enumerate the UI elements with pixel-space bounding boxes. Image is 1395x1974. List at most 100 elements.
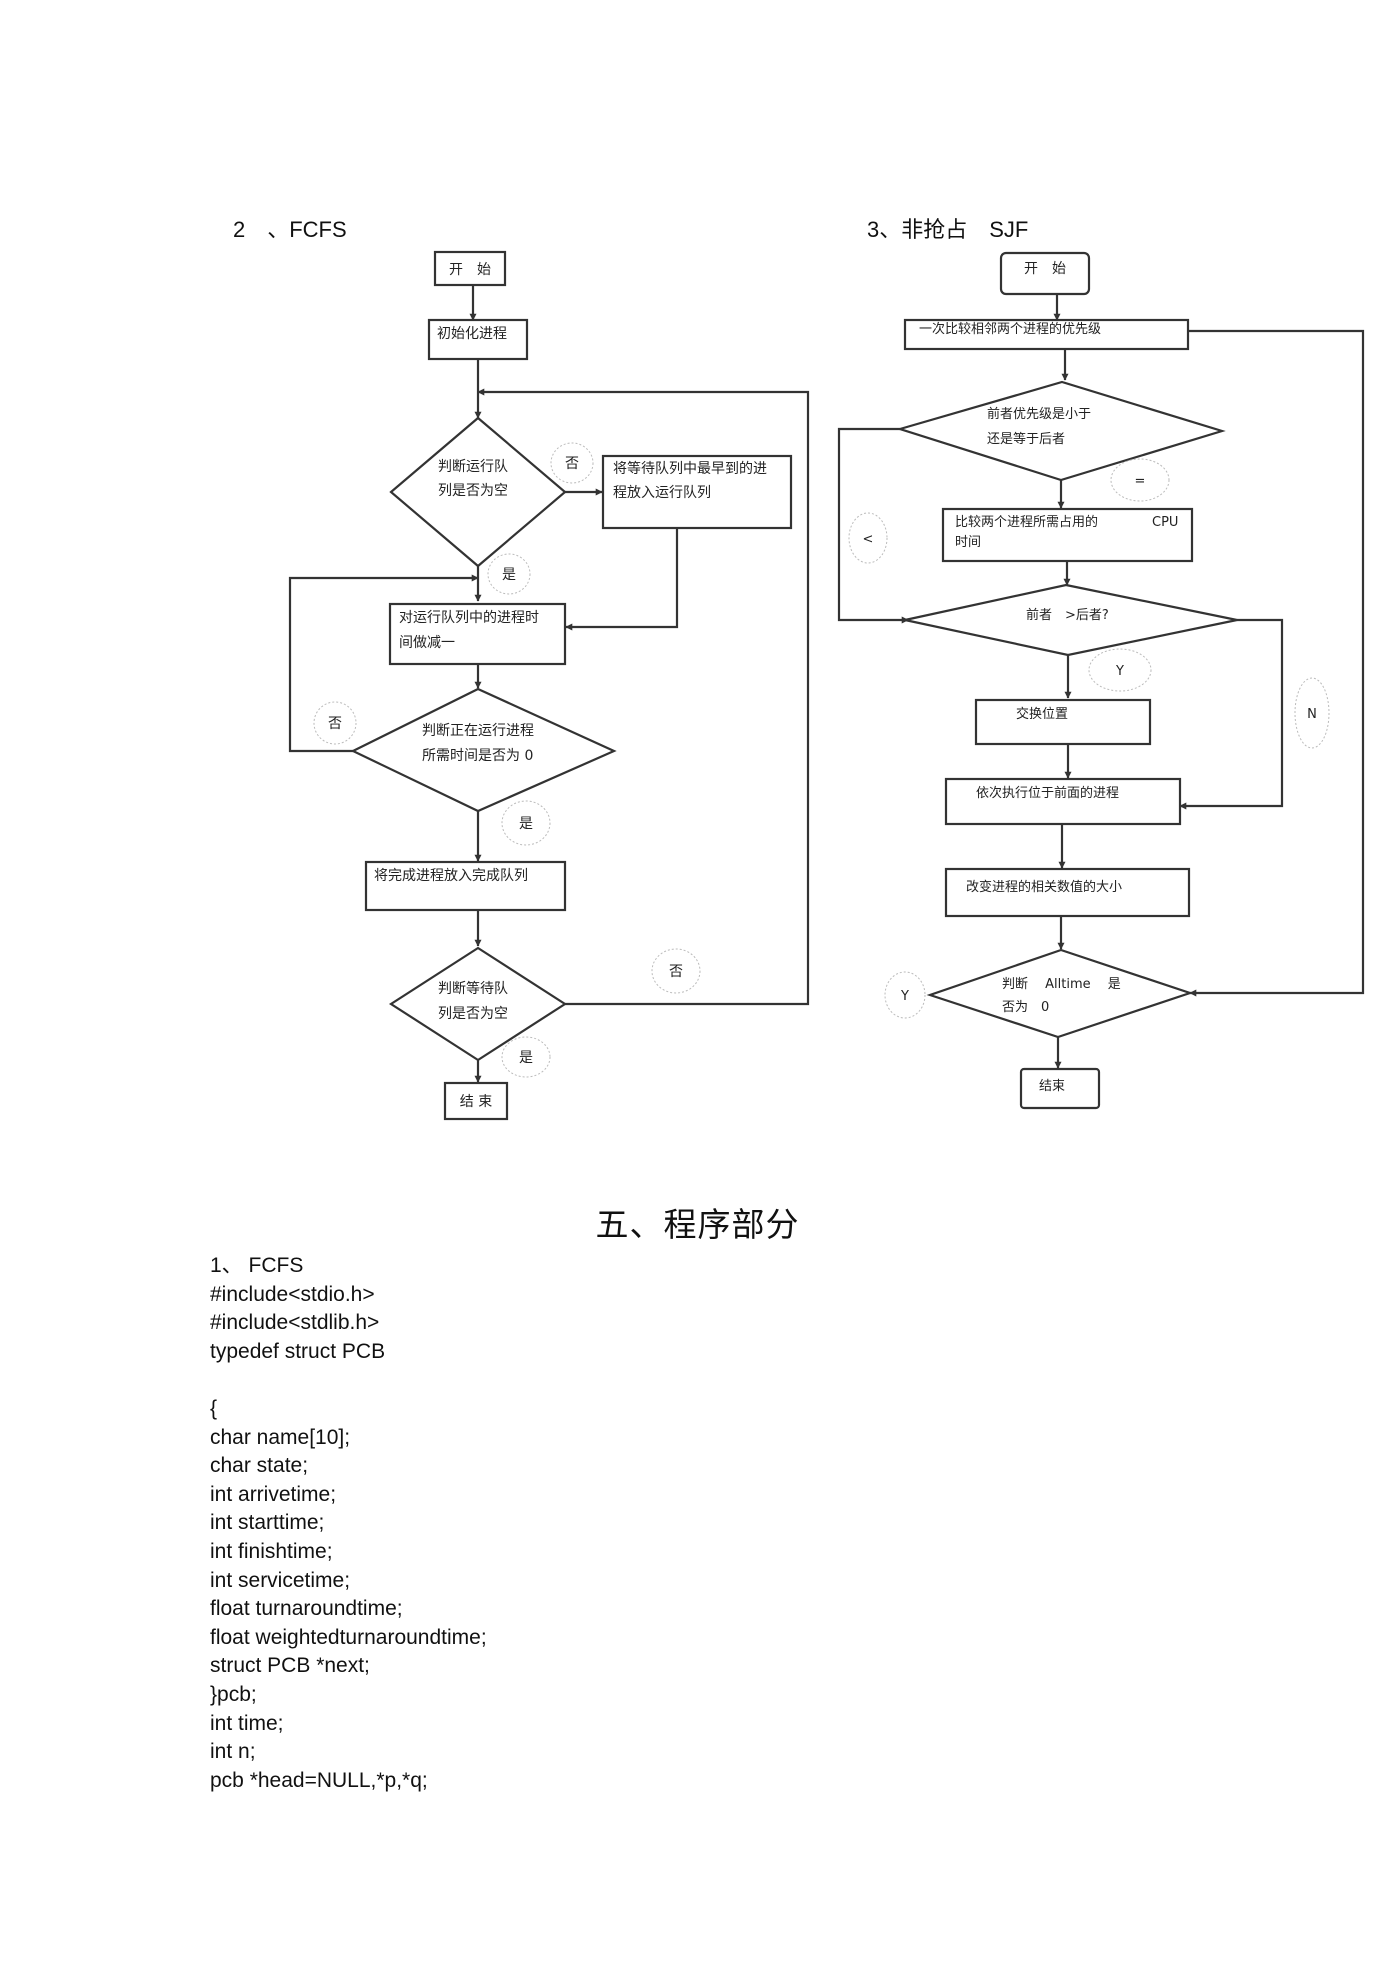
code-line: }pcb;	[210, 1682, 257, 1706]
fcfs-start-label: 开 始	[449, 262, 491, 278]
sjf-compare-priority-node: 一次比较相邻两个进程的优先级	[903, 318, 1190, 351]
fcfs-init-node: 初始化进程	[427, 318, 529, 361]
fcfs-end-label: 结 束	[460, 1094, 492, 1110]
code-line: float weightedturnaroundtime;	[210, 1625, 487, 1649]
sjf-heading: 3、非抢占 SJF	[867, 217, 1029, 242]
code-line: int arrivetime;	[210, 1482, 337, 1506]
svg-text:是: 是	[502, 567, 516, 583]
sjf-lt-label: <	[848, 512, 888, 564]
sjf-y-label-1: Y	[1088, 648, 1152, 692]
sjf-alltime-check-line2: 否为 0	[1002, 1000, 1049, 1015]
fcfs-decrement-line2: 间做减一	[399, 635, 455, 651]
code-line	[210, 1366, 487, 1395]
svg-text:Y: Y	[900, 989, 909, 1004]
fcfs-yes-label-3: 是	[501, 1036, 551, 1078]
fcfs-move-done-label: 将完成进程放入完成队列	[374, 868, 528, 884]
sjf-link-check-lt	[837, 427, 909, 624]
sjf-swap-node: 交换位置	[974, 698, 1152, 746]
code-line: char state;	[210, 1454, 309, 1478]
sjf-priority-check-node: 前者优先级是小于 还是等于后者	[896, 380, 1226, 482]
code-line: typedef struct PCB	[210, 1339, 386, 1363]
fcfs-link-move-decrement	[565, 528, 679, 631]
sjf-swap-label: 交换位置	[1016, 706, 1068, 722]
fcfs-yes-label-2: 是	[501, 800, 551, 846]
fcfs-check-wait-line2: 列是否为空	[438, 1006, 508, 1022]
fcfs-decrement-line1: 对运行队列中的进程时	[399, 610, 539, 626]
fcfs-start-node: 开 始	[433, 250, 507, 287]
sjf-end-node: 结束	[1019, 1067, 1101, 1110]
fcfs-heading: 2 、FCFS	[233, 217, 347, 242]
sjf-cpu-word: CPU	[1152, 515, 1178, 530]
section-title: 五、程序部分	[595, 1205, 800, 1244]
code-line: {	[210, 1396, 218, 1420]
sjf-eq-label: =	[1110, 458, 1170, 502]
sjf-update-values-node: 改变进程的相关数值的大小	[944, 867, 1191, 918]
code-line: int finishtime;	[210, 1539, 333, 1563]
sjf-run-front-label: 依次执行位于前面的进程	[976, 785, 1119, 801]
fcfs-no-label-3: 否	[651, 948, 701, 994]
code-line: pcb *head=NULL,*p,*q;	[210, 1768, 428, 1792]
code-line: int starttime;	[210, 1511, 325, 1535]
code-line: int servicetime;	[210, 1568, 351, 1592]
sjf-link-greater-no	[1179, 618, 1284, 810]
sjf-greater-check-label: 前者 >后者?	[1026, 607, 1109, 623]
sjf-link-loop-right	[1189, 329, 1365, 997]
sjf-priority-check-line1: 前者优先级是小于	[987, 406, 1091, 422]
fcfs-end-node: 结 束	[443, 1081, 509, 1121]
sjf-compare-cpu-node: 比较两个进程所需占用的 时间 CPU	[941, 507, 1194, 563]
svg-text:是: 是	[519, 1050, 533, 1066]
fcfs-link-wait-no	[477, 388, 810, 1006]
code-block: 1、 FCFS #include<stdio.h> #include<stdli…	[210, 1252, 487, 1795]
svg-text:<: <	[863, 532, 874, 547]
fcfs-no-label-2: 否	[313, 701, 357, 745]
svg-text:Y: Y	[1115, 664, 1124, 679]
sjf-y-label-2: Y	[884, 971, 926, 1019]
svg-text:否: 否	[669, 964, 683, 980]
sjf-flowchart: 开 始 一次比较相邻两个进程的优先级 前者优先级是小于 还是等于后者 比较两个进…	[837, 251, 1365, 1110]
fcfs-check-time-node: 判断正在运行进程 所需时间是否为 0	[350, 687, 617, 813]
code-line: #include<stdio.h>	[210, 1282, 375, 1306]
fcfs-check-run-line1: 判断运行队	[438, 459, 508, 475]
sjf-greater-check-node: 前者 >后者?	[904, 583, 1238, 657]
sjf-compare-priority-label: 一次比较相邻两个进程的优先级	[919, 321, 1101, 337]
fcfs-move-wait-node: 将等待队列中最早到的进 程放入运行队列	[601, 454, 793, 530]
code-line: 1、 FCFS	[210, 1254, 304, 1277]
fcfs-link-time-no	[288, 574, 479, 753]
fcfs-check-run-line2: 列是否为空	[438, 483, 508, 499]
fcfs-init-label: 初始化进程	[437, 325, 507, 342]
code-line: struct PCB *next;	[210, 1654, 370, 1678]
code-line: int time;	[210, 1711, 284, 1735]
fcfs-check-wait-queue-node: 判断等待队 列是否为空	[388, 946, 568, 1062]
fcfs-check-time-line1: 判断正在运行进程	[422, 723, 534, 739]
sjf-n-label: N	[1294, 677, 1330, 749]
fcfs-yes-label-1: 是	[487, 553, 531, 595]
fcfs-check-wait-line1: 判断等待队	[438, 980, 508, 997]
svg-text:N: N	[1307, 707, 1317, 722]
code-line: #include<stdlib.h>	[210, 1311, 380, 1335]
fcfs-check-run-queue-node: 判断运行队 列是否为空	[389, 416, 567, 568]
svg-text:否: 否	[565, 456, 579, 472]
sjf-compare-cpu-line1: 比较两个进程所需占用的	[955, 514, 1098, 530]
code-line: char name[10];	[210, 1425, 351, 1449]
fcfs-flowchart: 开 始 初始化进程 判断运行队 列是否为空 将等待队列中最早到的进 程放入运行队…	[288, 250, 810, 1121]
sjf-priority-check-line2: 还是等于后者	[987, 431, 1065, 447]
code-line: float turnaroundtime;	[210, 1597, 403, 1621]
svg-text:否: 否	[328, 716, 342, 732]
sjf-update-values-label: 改变进程的相关数值的大小	[966, 879, 1122, 895]
sjf-alltime-check-node: 判断 Alltime 是 否为 0	[926, 948, 1194, 1039]
sjf-start-label: 开 始	[1024, 261, 1066, 277]
sjf-run-front-node: 依次执行位于前面的进程	[944, 777, 1182, 826]
fcfs-move-wait-line1: 将等待队列中最早到的进	[613, 460, 767, 477]
sjf-start-node: 开 始	[999, 251, 1091, 296]
fcfs-no-label-1: 否	[550, 442, 594, 484]
sjf-end-label: 结束	[1039, 1079, 1065, 1094]
sjf-alltime-check-line1: 判断 Alltime 是	[1002, 977, 1121, 992]
sjf-compare-cpu-line2: 时间	[955, 535, 981, 550]
fcfs-move-done-node: 将完成进程放入完成队列	[364, 860, 567, 912]
svg-text:=: =	[1135, 474, 1146, 489]
svg-text:是: 是	[519, 816, 533, 832]
code-line: int n;	[210, 1740, 256, 1764]
fcfs-decrement-node: 对运行队列中的进程时 间做减一	[388, 602, 567, 666]
fcfs-check-time-line2: 所需时间是否为 0	[422, 748, 533, 764]
